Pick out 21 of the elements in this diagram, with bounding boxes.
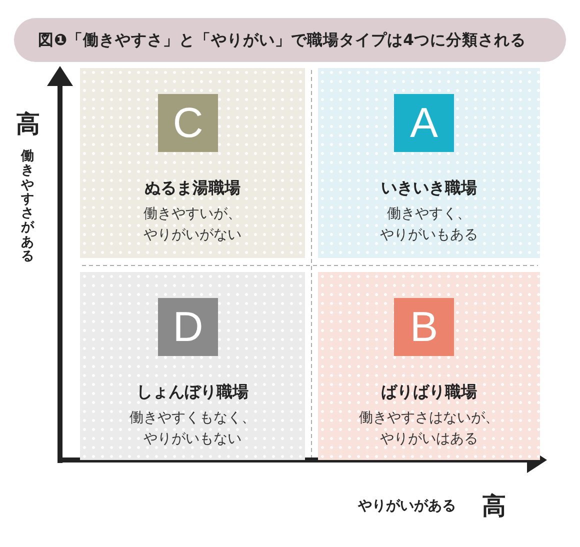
quadrant-description: 働きやすく、やりがいもある [379, 205, 479, 245]
letter-badge: D [158, 298, 218, 356]
quadrant-panel [80, 68, 305, 258]
quadrant-panel [318, 272, 540, 460]
axis-label: 働きやすさがある [21, 150, 34, 264]
axis-label: やりがいがある [358, 497, 456, 515]
quadrant-title: ぬるま湯職場 [144, 178, 242, 199]
title: 図❶「働きやすさ」と「やりがい」で職場タイプは4つに分類される [38, 30, 526, 51]
axis-high-label: 高 [16, 109, 40, 140]
quadrant-panel [318, 68, 540, 258]
letter-badge: C [158, 94, 218, 152]
quadrant-description: 働きやすくもなく、やりがいもない [128, 409, 256, 449]
quadrant-panel [80, 272, 305, 460]
quadrant-description: 働きやすいが、やりがいがない [142, 205, 242, 245]
quadrant-description: 働きやすさはないが、やりがいはある [358, 409, 500, 449]
quadrant-title: しょんぼり職場 [136, 382, 250, 403]
quadrant-title: いきいき職場 [380, 178, 478, 199]
axis-high-label: 高 [482, 491, 506, 522]
letter-badge: B [394, 298, 454, 356]
quadrant-title: ばりばり職場 [380, 382, 478, 403]
letter-badge: A [394, 94, 454, 152]
